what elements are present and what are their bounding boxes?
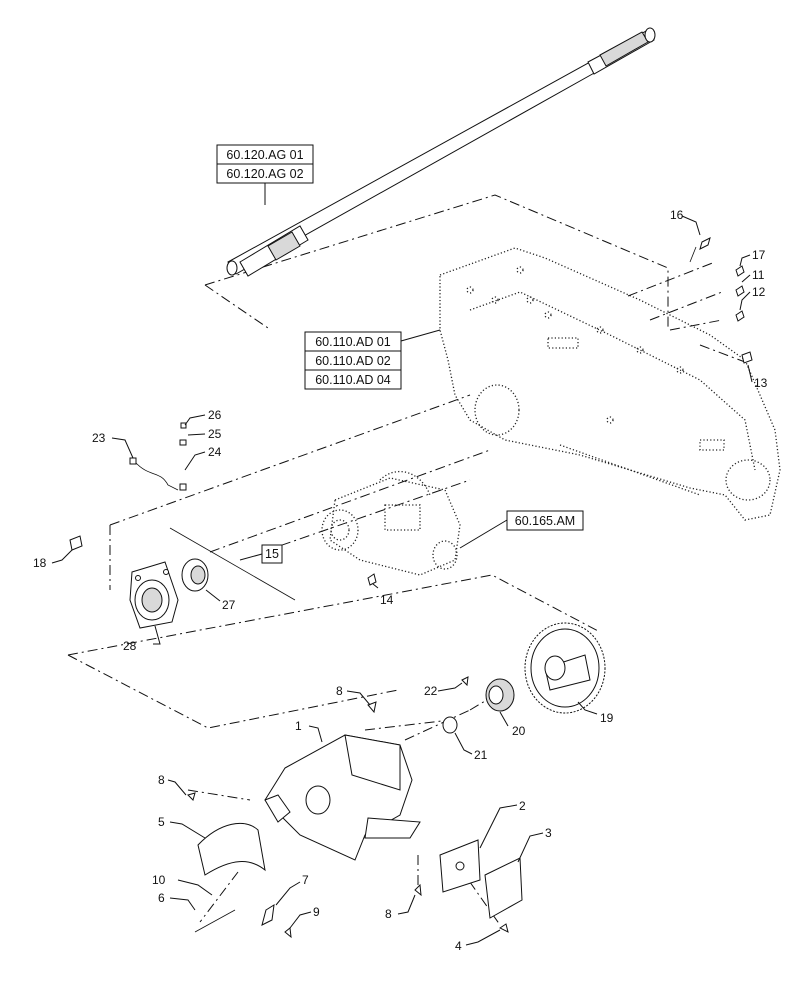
ref-shaft-2-box: 60.120.AG 02	[216, 163, 314, 184]
grease-line	[129, 422, 187, 491]
callout-28: 28	[123, 639, 137, 653]
ref-frame-3-label: 60.110.AD 04	[315, 373, 391, 387]
retaining-ring	[442, 716, 458, 734]
gearbox-assembly	[321, 471, 461, 576]
callout-8-top: 8	[336, 684, 343, 698]
callout-leaders	[51, 215, 753, 946]
callout-14: 14	[380, 593, 394, 607]
callout-18: 18	[33, 556, 47, 570]
callout-27: 27	[222, 598, 236, 612]
callout-12: 12	[752, 285, 766, 299]
ref-shaft-1-label: 60.120.AG 01	[226, 148, 303, 162]
bearing	[181, 558, 209, 592]
callout-26: 26	[208, 408, 222, 422]
bracket	[484, 857, 523, 919]
callout-5: 5	[158, 815, 165, 829]
callout-7: 7	[302, 873, 309, 887]
ref-gearbox-box: 60.165.AM	[506, 510, 584, 531]
ref-15-label: 15	[265, 547, 279, 561]
hub	[485, 678, 515, 712]
alignment-lines	[109, 261, 746, 926]
drive-shaft	[226, 27, 656, 277]
callout-24: 24	[208, 445, 222, 459]
ref-gearbox-label: 60.165.AM	[515, 514, 575, 528]
ref-frame-2-label: 60.110.AD 02	[315, 354, 391, 368]
callout-11: 11	[752, 268, 765, 282]
frame-plate	[439, 247, 781, 521]
ref-frame-1-label: 60.110.AD 01	[315, 335, 391, 349]
callout-16: 16	[670, 208, 684, 222]
ref-15-box: 15	[261, 544, 283, 564]
cover-plate	[439, 839, 481, 893]
shield	[197, 822, 266, 876]
callout-25: 25	[208, 427, 222, 441]
callout-6: 6	[158, 891, 165, 905]
callout-4: 4	[455, 939, 462, 953]
callout-13: 13	[754, 376, 768, 390]
callout-8-left: 8	[158, 773, 165, 787]
ref-frame-1-box: 60.110.AD 01	[304, 331, 402, 352]
callout-22: 22	[424, 684, 438, 698]
callout-10: 10	[152, 873, 166, 887]
callout-2: 2	[519, 799, 526, 813]
callout-17: 17	[752, 248, 766, 262]
cover-phantom-boundary	[67, 574, 601, 729]
ref-frame-3-box: 60.110.AD 04	[304, 369, 402, 390]
ref-frame-2-box: 60.110.AD 02	[304, 350, 402, 371]
callout-1: 1	[295, 719, 302, 733]
callout-21: 21	[474, 748, 488, 762]
callouts: 16 17 11 12 13 14 18 26 25 24 23 27 28 8…	[33, 208, 768, 953]
callout-19: 19	[600, 711, 614, 725]
bolts	[69, 237, 753, 939]
ref-shaft-2-label: 60.120.AG 02	[226, 167, 303, 181]
callout-3: 3	[545, 826, 552, 840]
shaft-phantom-boundary	[204, 194, 669, 330]
callout-9: 9	[313, 905, 320, 919]
gear-cover	[264, 734, 421, 861]
ref-leaders	[169, 183, 508, 601]
callout-8-bottom: 8	[385, 907, 392, 921]
callout-23: 23	[92, 431, 106, 445]
bearing-flange	[129, 561, 179, 629]
gear	[524, 622, 606, 714]
ref-shaft-1-box: 60.120.AG 01	[216, 144, 314, 165]
callout-20: 20	[512, 724, 526, 738]
